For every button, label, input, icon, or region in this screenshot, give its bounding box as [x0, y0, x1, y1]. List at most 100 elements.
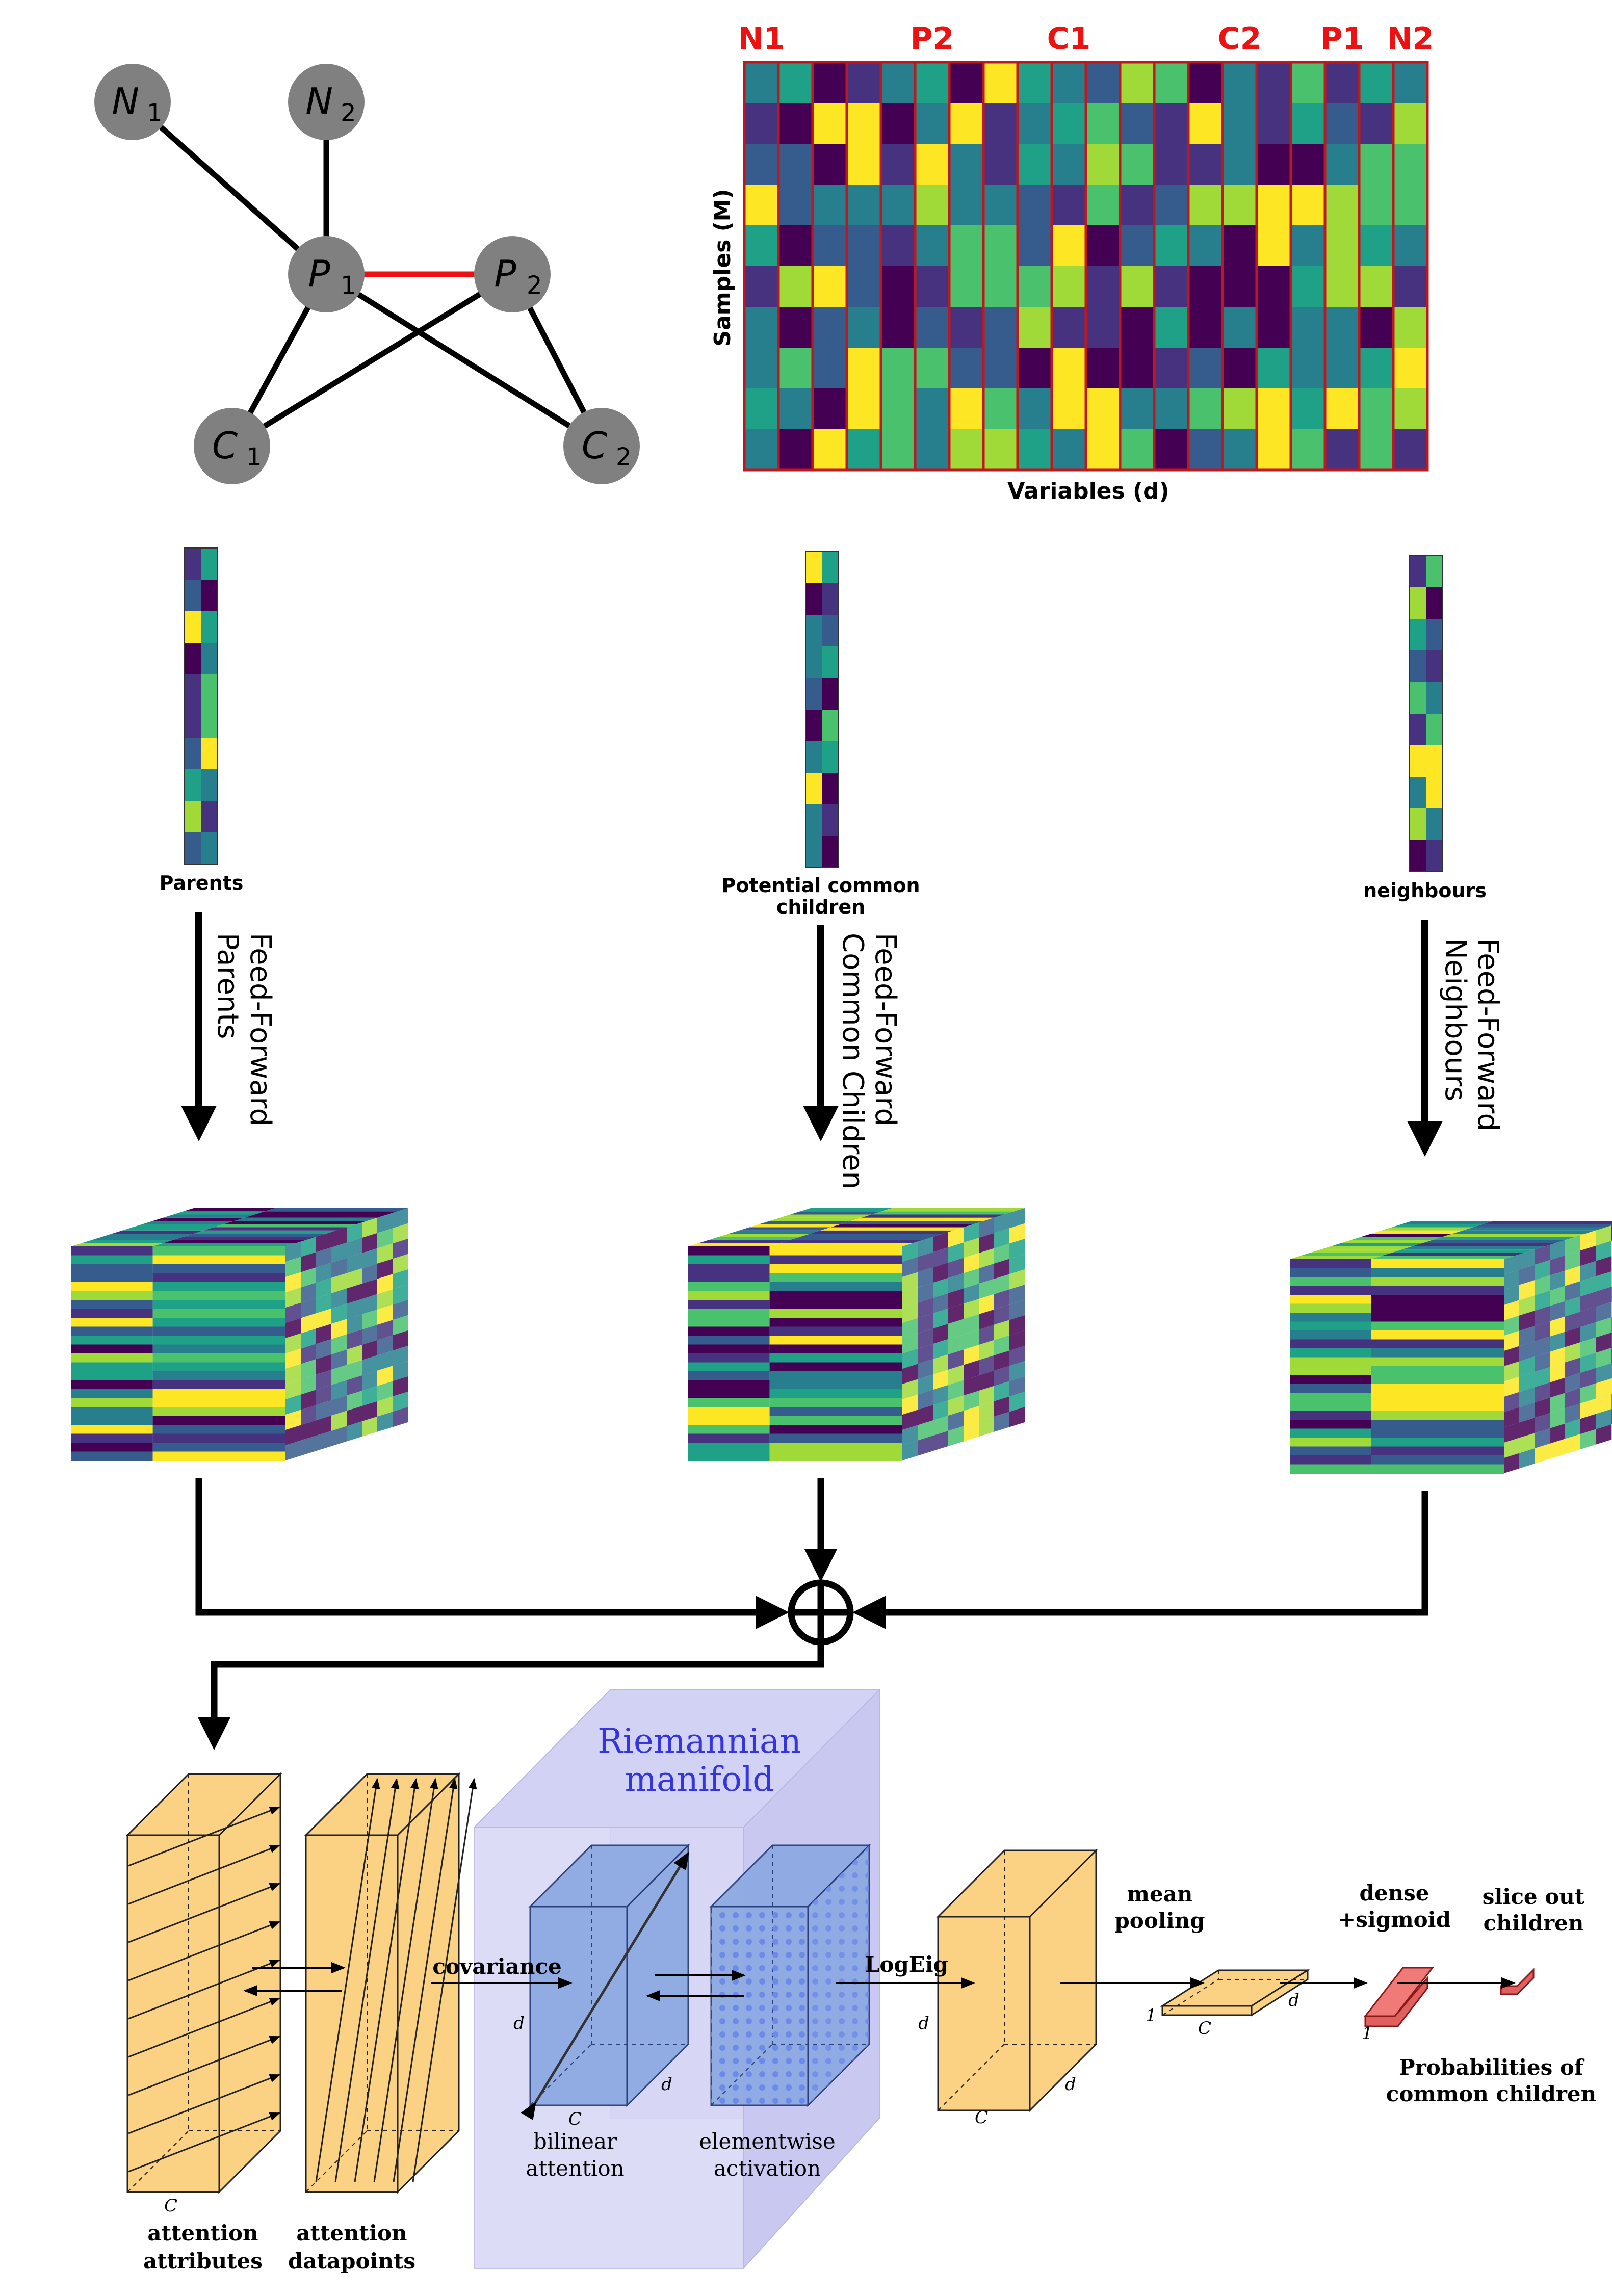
merge-left-line — [195, 1478, 789, 1629]
cube-side-cell — [979, 1248, 994, 1269]
matrix-cell — [1154, 225, 1188, 266]
strip-cell — [805, 552, 822, 583]
cube-side-cell — [902, 1287, 918, 1308]
cube-stripe — [1371, 1268, 1504, 1277]
sym-d-pool: d — [1288, 1990, 1299, 2011]
matrix-cell — [983, 307, 1018, 348]
cube-stripe — [1290, 1303, 1371, 1313]
cube-stripe — [1290, 1393, 1371, 1402]
node-circle — [288, 64, 365, 140]
matrix-cell — [1086, 103, 1120, 144]
cube-top-stripe — [71, 1243, 163, 1246]
cube-top-stripe — [143, 1221, 235, 1224]
cube-side-cell — [331, 1349, 347, 1370]
strip-cell — [201, 738, 217, 769]
cube-side-cell — [316, 1308, 331, 1329]
pipeline-arrows — [243, 1962, 1516, 2002]
strip-cell — [1426, 682, 1442, 714]
cube-side-cell — [1565, 1434, 1580, 1454]
cube-top-stripe — [214, 1224, 357, 1228]
cube-top-stripe — [770, 1217, 862, 1221]
cube-side-cell — [1535, 1290, 1550, 1311]
matrix-cell — [1291, 348, 1325, 388]
strip-cell — [201, 801, 217, 832]
cube-side-cell — [301, 1359, 316, 1379]
cube-stripe — [688, 1264, 770, 1274]
matrix-cell — [1223, 185, 1257, 225]
cube-top-stripe — [820, 1227, 964, 1231]
cube-side-cell — [1504, 1254, 1519, 1274]
cube-side-cell — [331, 1273, 347, 1293]
matrix-cell — [1223, 388, 1257, 429]
cube-side-cell — [964, 1406, 979, 1426]
matrix-cell — [1120, 144, 1154, 185]
cube-side-cell — [994, 1274, 1009, 1294]
matrix-cell — [1018, 62, 1052, 103]
mean-pooling-label-2: pooling — [1114, 1908, 1205, 1933]
cube-stripe — [152, 1300, 285, 1310]
cube-stripe — [71, 1273, 153, 1283]
cube-stripe — [71, 1389, 153, 1399]
matrix-cell — [881, 144, 915, 185]
elementwise-label-1: elementwise — [699, 2129, 836, 2154]
strip-cell — [201, 580, 217, 611]
cube-side-cell — [964, 1314, 979, 1335]
cube-top-stripe — [851, 1217, 994, 1221]
cube-stripe — [769, 1309, 902, 1318]
strip-cell — [185, 611, 201, 643]
strip-cell — [805, 615, 822, 646]
cube-stripe — [688, 1433, 770, 1443]
matrix-cell — [983, 185, 1018, 225]
cube-stripe — [152, 1371, 285, 1381]
cube-stripe — [71, 1443, 153, 1452]
cube-stripe — [769, 1389, 902, 1399]
attention-attribute-arrow — [128, 2036, 280, 2096]
matrix-cell — [1052, 266, 1086, 307]
cube-top-stripe — [709, 1237, 800, 1240]
matrix-cell — [1018, 185, 1052, 225]
cube-stripe — [152, 1389, 285, 1399]
matrix-cell — [1325, 103, 1359, 144]
cube-top-stripe — [102, 1234, 194, 1237]
merge-connectors — [195, 1478, 1428, 1750]
cube-side-cell — [1596, 1333, 1611, 1353]
cube-side-cell — [1580, 1276, 1596, 1297]
embedding-cubes — [71, 1208, 1612, 1474]
cube-side-cell — [1565, 1373, 1580, 1393]
cube-side-cell — [1580, 1261, 1596, 1282]
matrix-cell — [1257, 266, 1291, 307]
cube-stripe — [688, 1309, 770, 1318]
strip-cell — [1410, 556, 1426, 587]
box-hidden-edge — [127, 2130, 189, 2193]
matrix-cell — [1359, 144, 1393, 185]
cube-stripe — [1290, 1357, 1371, 1367]
cube-stripe — [152, 1282, 285, 1292]
cube-side-cell — [918, 1374, 933, 1395]
cube-stripe — [152, 1291, 285, 1300]
matrix-cell — [1154, 388, 1188, 429]
cube-top-stripe — [1300, 1253, 1392, 1256]
matrix-cell — [915, 388, 949, 429]
cube-side-cell — [902, 1318, 918, 1338]
cube-side-cell — [1580, 1337, 1596, 1358]
cube-side-cell — [1565, 1250, 1580, 1271]
cube-top-stripe — [749, 1224, 841, 1228]
strip-cell — [185, 548, 201, 580]
cube-side-cell — [979, 1263, 994, 1284]
cube-stripe — [71, 1246, 153, 1256]
attention-datapoints-block — [304, 1772, 477, 2194]
cube-top-stripe — [1381, 1253, 1524, 1256]
sym-C-logeig: C — [975, 2107, 988, 2128]
matrix-cell — [1188, 266, 1223, 307]
cube-side-cell — [1596, 1271, 1611, 1292]
cube-stripe — [1290, 1464, 1371, 1474]
matrix-cell — [847, 185, 881, 225]
cube-side-cell — [331, 1288, 347, 1309]
matrix-cell — [949, 266, 983, 307]
matrix-cell — [1188, 388, 1223, 429]
cube-side-cell — [316, 1277, 331, 1298]
attn-attributes-label-1: attention — [147, 2221, 258, 2246]
